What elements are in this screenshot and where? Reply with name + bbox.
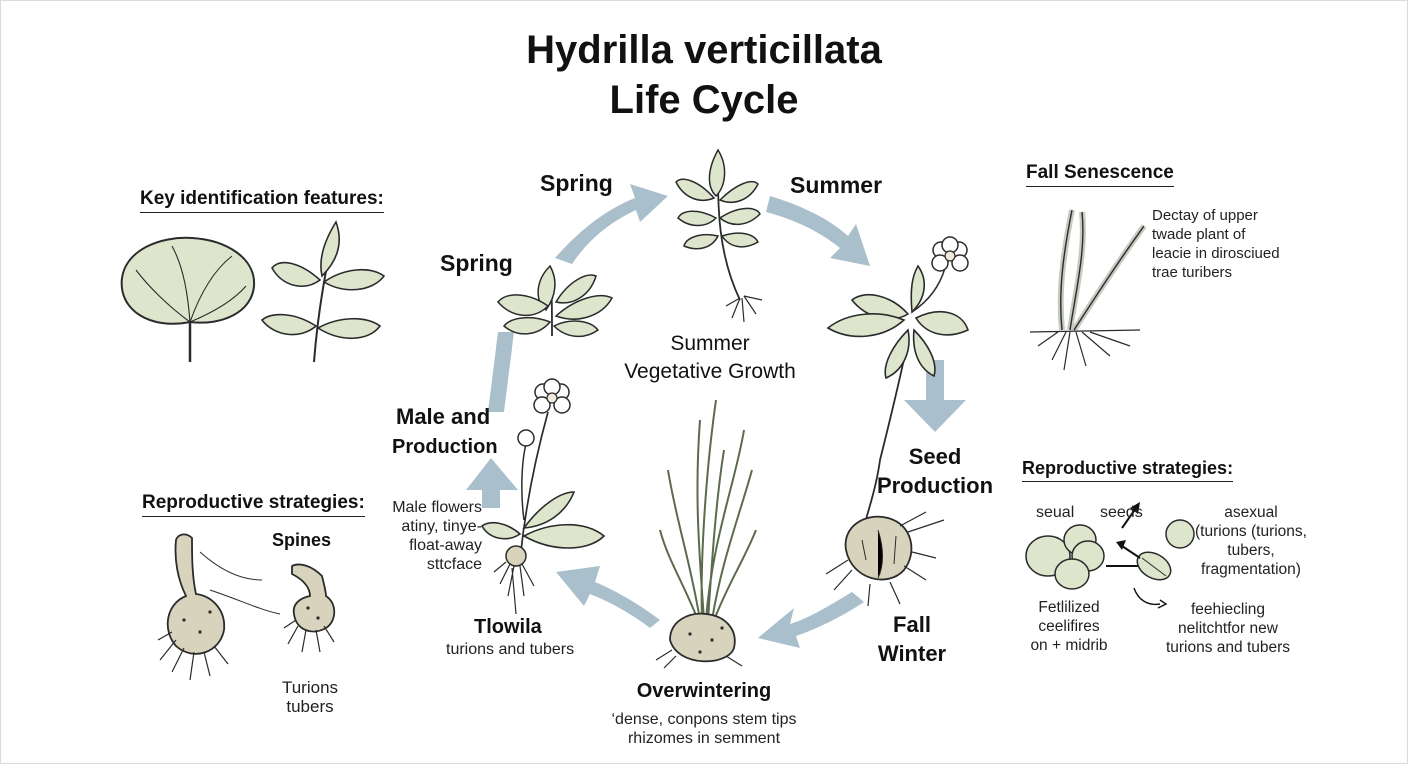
label-tlowila: Tlowila [474, 616, 542, 638]
overwintering-tuber-illustration [655, 399, 757, 669]
sprout-spring-left-illustration [497, 264, 614, 338]
repro-left-heading: Reproductive strategies: [142, 492, 365, 517]
male-note-line-3: float-away [409, 537, 482, 554]
male-note-line-2: atiny, tinye- [401, 518, 482, 535]
cycle-arrow-left-up [466, 332, 518, 508]
label-summer-top: Summer [790, 172, 883, 198]
feeding-note: feehiecling nelitchtfor new turions and … [1158, 600, 1298, 657]
label-seed-line1: Seed [908, 444, 962, 469]
label-winter: Winter [877, 641, 947, 666]
flowering-plant-right-illustration [825, 236, 969, 607]
label-seual: seual [1036, 504, 1075, 521]
feeding-line-3: turions and tubers [1165, 639, 1291, 656]
label-overwintering: Overwintering [636, 680, 772, 702]
asexual-line-4: fragmentation) [1201, 561, 1301, 578]
label-tlowila-sub: turions and tubers [446, 641, 575, 658]
senescence-plant-illustration [1029, 209, 1147, 371]
cycle-arrow-summer-right [766, 196, 870, 266]
feeding-line-2: nelitchtfor new [1178, 620, 1278, 637]
label-spring-left: Spring [440, 250, 513, 276]
cycle-arrow-winter-left [758, 592, 864, 648]
cycle-arrow-right-down [904, 360, 966, 432]
cycle-arrow-bottom-left [556, 566, 660, 628]
overwintering-note-line-1: ‘dense, conpons stem tips [611, 711, 797, 728]
label-turions: Turions [281, 678, 339, 697]
senescence-line-1: Dectay of upper [1152, 207, 1258, 224]
senescence-line-4: trae turibers [1152, 264, 1233, 281]
label-male-line2: Production [392, 436, 498, 458]
label-summer-line1: Summer [670, 332, 750, 355]
title-line-1: Hydrilla verticillata [526, 28, 882, 72]
fall-senescence-note: Dectay of upper twade plant of leacie in… [1152, 206, 1280, 282]
asexual-line-3: tubers, [1227, 542, 1275, 559]
asexual-note: asexual (turions (turions, tubers, fragm… [1186, 503, 1316, 579]
fertilized-note: Fetlilized ceelifires on + midrib [1024, 598, 1114, 655]
asexual-line-1: asexual [1224, 504, 1278, 521]
label-seed-production: Seed Production [870, 442, 1000, 500]
turion-spines-illustration [157, 533, 336, 681]
label-summer-vegetative-growth: Summer Vegetative Growth [610, 330, 810, 386]
label-spines: Spines [272, 530, 332, 550]
turions-tubers-label: Turions tubers [270, 678, 350, 716]
key-leaf-round-illustration [120, 236, 256, 362]
label-male-production: Male and Production [392, 402, 498, 462]
fertilized-line-2: ceelifires [1038, 618, 1100, 635]
overwintering-note-line-2: rhizomes in semment [627, 730, 781, 747]
sprout-top-illustration [675, 148, 763, 323]
label-male-line1: Male and [396, 404, 491, 429]
label-fall-winter: Fall Winter [862, 610, 962, 668]
title-line-2: Life Cycle [609, 78, 799, 122]
cycle-arrow-spring-to-summer [555, 184, 668, 264]
label-tubers: tubers [286, 697, 334, 716]
male-note-line-1: Male flowers [392, 499, 482, 516]
seeds-asexual-illustration [1025, 502, 1195, 609]
label-seeds: seeds [1100, 504, 1143, 521]
key-features-heading: Key identification features: [140, 188, 384, 213]
overwintering-note: ‘dense, conpons stem tips rhizomes in se… [584, 710, 824, 748]
fertilized-line-1: Fetlilized [1038, 599, 1100, 616]
label-spring-top: Spring [540, 170, 613, 196]
male-flowering-plant-illustration [480, 378, 606, 615]
key-leaf-compound-illustration [260, 220, 386, 363]
senescence-line-3: leacie in dirosciued [1152, 245, 1280, 262]
fertilized-line-3: on + midrib [1030, 637, 1108, 654]
male-flower-note: Male flowers atiny, tinye- float-away st… [386, 498, 482, 574]
label-seed-line2: Production [876, 473, 994, 498]
repro-right-heading: Reproductive strategies: [1022, 458, 1234, 482]
label-fall: Fall [893, 612, 931, 637]
fall-senescence-heading: Fall Senescence [1026, 162, 1174, 187]
senescence-line-2: twade plant of [1152, 226, 1246, 243]
male-note-line-4: sttcface [426, 556, 482, 573]
asexual-line-2: (turions (turions, [1195, 523, 1307, 540]
label-summer-line2: Vegetative Growth [624, 360, 796, 383]
feeding-line-1: feehiecling [1190, 601, 1266, 618]
